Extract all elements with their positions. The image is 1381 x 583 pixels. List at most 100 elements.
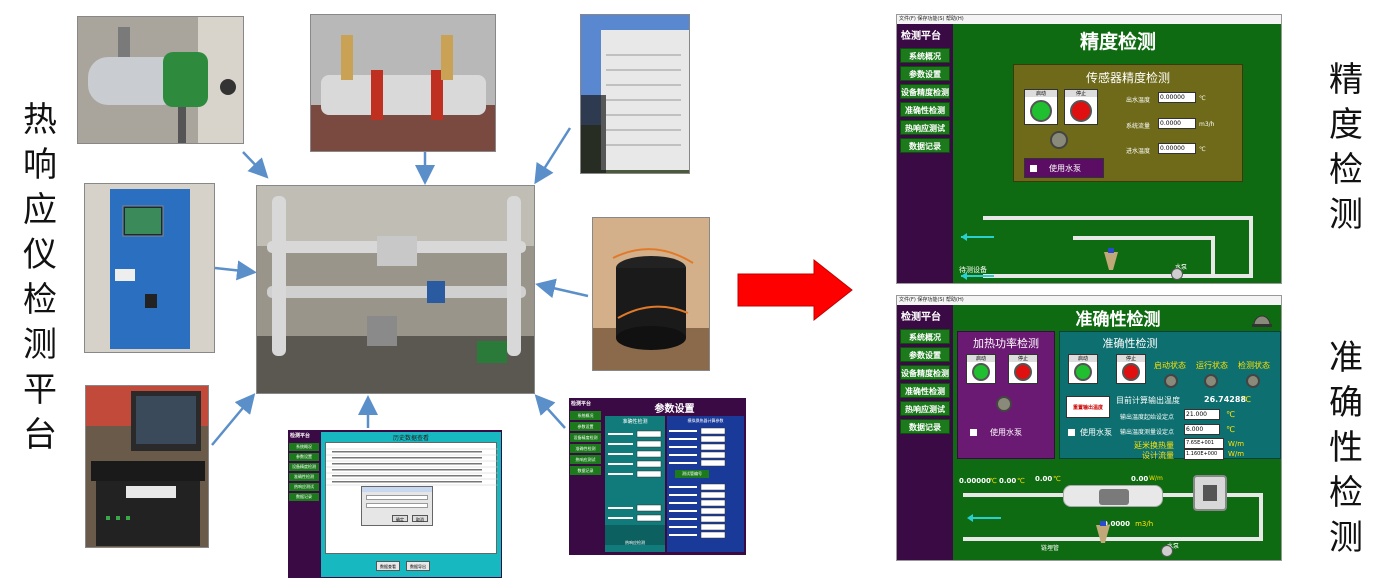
start-label: 启动 xyxy=(1025,90,1057,97)
inlet-temp-field[interactable]: 0.00000 xyxy=(1158,143,1196,154)
heat-exchanger xyxy=(1063,485,1163,507)
pipe-value: 0.00 xyxy=(1131,475,1149,483)
sidebar-item-overview[interactable]: 系统概况 xyxy=(900,48,950,63)
param-calc-button[interactable]: 测试管编号 xyxy=(675,470,709,478)
precision-menubar[interactable]: 文件(F) 保存功能(S) 帮助(H) xyxy=(897,15,1281,24)
sidebar-item-thermal[interactable]: 热响应测试 xyxy=(900,120,950,135)
heat-start-button[interactable]: 启动 xyxy=(966,354,996,384)
heat-power-panel: 加热功率检测 启动 停止 使用水泵 xyxy=(957,331,1055,459)
current-temp-label: 目前计算输出温度 xyxy=(1116,396,1180,405)
precision-panel-title: 传感器精度检测 xyxy=(1085,71,1170,85)
sidebar-item-data[interactable]: 数据记录 xyxy=(900,138,950,153)
data-sidebar-item[interactable]: 设备精度检测 xyxy=(289,463,319,471)
param-sidebar-item[interactable]: 数据记录 xyxy=(570,466,601,475)
acc-start-button[interactable]: 启动 xyxy=(1068,354,1098,384)
data-title: 历史数据查看 xyxy=(392,435,429,442)
set-start-field[interactable]: 21.000 xyxy=(1184,409,1220,420)
data-dialog[interactable]: 确定 取消 xyxy=(361,486,433,526)
left-vertical-title: 热 响 应 仪 检 测 平 台 xyxy=(18,98,62,458)
delay-field[interactable]: 7.65E+001 xyxy=(1184,438,1224,449)
use-pump-checkbox[interactable] xyxy=(1030,165,1037,172)
outlet-temp-field[interactable]: 0.00000 xyxy=(1158,92,1196,103)
set-end-unit: ℃ xyxy=(1226,425,1235,434)
param-sidebar-item[interactable]: 设备精度检测 xyxy=(570,433,601,442)
pipe-unit: ℃ xyxy=(1053,475,1061,483)
param-left-panel: 准确性检测 热响应检测 xyxy=(605,416,665,552)
data-sidebar-item[interactable]: 系统概况 xyxy=(289,443,319,451)
heat-pump-checkbox[interactable] xyxy=(970,429,977,436)
data-view-button[interactable]: 数据查看 xyxy=(376,561,400,571)
data-sidebar-item[interactable]: 准确性检测 xyxy=(289,473,319,481)
pipe-value: 0.00000 xyxy=(959,477,991,485)
sidebar-item-params[interactable]: 参数设置 xyxy=(900,66,950,81)
right-bottom-vertical-title: 准 确 性 检 测 xyxy=(1324,336,1368,561)
sidebar-item-params[interactable]: 参数设置 xyxy=(900,347,950,362)
valve-icon xyxy=(1171,268,1183,280)
sidebar-item-precision[interactable]: 设备精度检测 xyxy=(900,84,950,99)
param-setting-screen: 检测平台 系统概况 参数设置 设备精度检测 准确性检测 热响应测试 数据记录 参… xyxy=(569,398,746,555)
param-sidebar-item[interactable]: 参数设置 xyxy=(570,422,601,431)
data-export-button[interactable]: 数据导出 xyxy=(406,561,430,571)
heat-start-label: 启动 xyxy=(967,355,995,362)
acc-pump-checkbox[interactable] xyxy=(1068,429,1075,436)
delay-unit: W/m xyxy=(1228,440,1245,448)
inlet-temp-label: 进水温度 xyxy=(1126,148,1151,155)
title-char: 检 xyxy=(23,280,57,320)
pipe xyxy=(963,537,1263,541)
param-right-section: 模拟换热器计算参数 xyxy=(687,418,724,423)
title-char: 测 xyxy=(23,325,57,365)
pipe xyxy=(1073,236,1213,240)
flow-unit: m3/h xyxy=(1199,121,1215,128)
data-sidebar-title: 检测平台 xyxy=(290,433,311,439)
design-flow-field[interactable]: 1.160E+000 xyxy=(1184,449,1224,460)
precision-panel: 传感器精度检测 启动 停止 出水温度 0.00000 ℃ 系统流量 0.0000… xyxy=(1013,64,1243,182)
dialog-cancel-button[interactable]: 取消 xyxy=(412,515,428,522)
param-sidebar-item[interactable]: 系统概况 xyxy=(570,411,601,420)
pipe-value: 0.00 xyxy=(999,477,1017,485)
heat-status-indicator xyxy=(996,396,1012,412)
start-button[interactable]: 启动 xyxy=(1024,89,1058,125)
stop-button[interactable]: 停止 xyxy=(1064,89,1098,125)
accuracy-menubar[interactable]: 文件(F) 保存功能(S) 帮助(H) xyxy=(897,296,1281,305)
status-indicator-start xyxy=(1164,374,1178,388)
sidebar-item-thermal[interactable]: 热响应测试 xyxy=(900,401,950,416)
pump-icon xyxy=(1101,248,1121,276)
title-char: 测 xyxy=(1329,195,1363,235)
pipe xyxy=(1249,216,1253,278)
pipe-unit: W/m xyxy=(1149,475,1163,482)
data-sidebar-item[interactable]: 参数设置 xyxy=(289,453,319,461)
set-end-field[interactable]: 6.000 xyxy=(1184,424,1220,435)
set-end-label: 输出温度测量设定点 xyxy=(1120,429,1175,436)
dialog-ok-button[interactable]: 确定 xyxy=(392,515,408,522)
reset-output-temp-button[interactable]: 重置输出温度 xyxy=(1066,396,1110,418)
control-cabinet-photo xyxy=(84,183,215,353)
heat-stop-label: 停止 xyxy=(1009,355,1037,362)
heat-stop-button[interactable]: 停止 xyxy=(1008,354,1038,384)
acc-stop-button[interactable]: 停止 xyxy=(1116,354,1146,384)
sidebar-item-overview[interactable]: 系统概况 xyxy=(900,329,950,344)
use-pump-toggle[interactable]: 使用水泵 xyxy=(1024,158,1104,178)
outlet-temp-unit: ℃ xyxy=(1199,95,1206,102)
pump-label: 水泵 xyxy=(1167,543,1180,550)
flow-readout: 0.0000 m3/h xyxy=(1103,511,1153,530)
flow-field[interactable]: 0.0000 xyxy=(1158,118,1196,129)
flow-unit: m3/h xyxy=(1135,520,1154,528)
sidebar-item-accuracy[interactable]: 准确性检测 xyxy=(900,383,950,398)
sidebar-item-data[interactable]: 数据记录 xyxy=(900,419,950,434)
tank-icon xyxy=(1193,475,1227,511)
data-sidebar-item[interactable]: 热响应测试 xyxy=(289,483,319,491)
sidebar-item-accuracy[interactable]: 准确性检测 xyxy=(900,102,950,117)
arrow-cabinet xyxy=(214,260,257,281)
param-sidebar-title: 检测平台 xyxy=(571,401,592,407)
title-char: 应 xyxy=(23,190,57,230)
current-temp-value: 26.74288 xyxy=(1204,395,1247,404)
data-sidebar-item[interactable]: 数据记录 xyxy=(289,493,319,501)
param-sidebar-item[interactable]: 准确性检测 xyxy=(570,444,601,453)
data-sidebar: 检测平台 系统概况 参数设置 设备精度检测 准确性检测 热响应测试 数据记录 xyxy=(288,430,320,578)
param-title: 参数设置 xyxy=(654,404,695,415)
current-temp-unit: ℃ xyxy=(1242,395,1251,404)
accuracy-screen: 文件(F) 保存功能(S) 帮助(H) 检测平台 系统概况 参数设置 设备精度检… xyxy=(896,295,1282,561)
precision-sidebar: 检测平台 系统概况 参数设置 设备精度检测 准确性检测 热响应测试 数据记录 xyxy=(897,24,953,283)
sidebar-item-precision[interactable]: 设备精度检测 xyxy=(900,365,950,380)
param-sidebar-item[interactable]: 热响应测试 xyxy=(570,455,601,464)
